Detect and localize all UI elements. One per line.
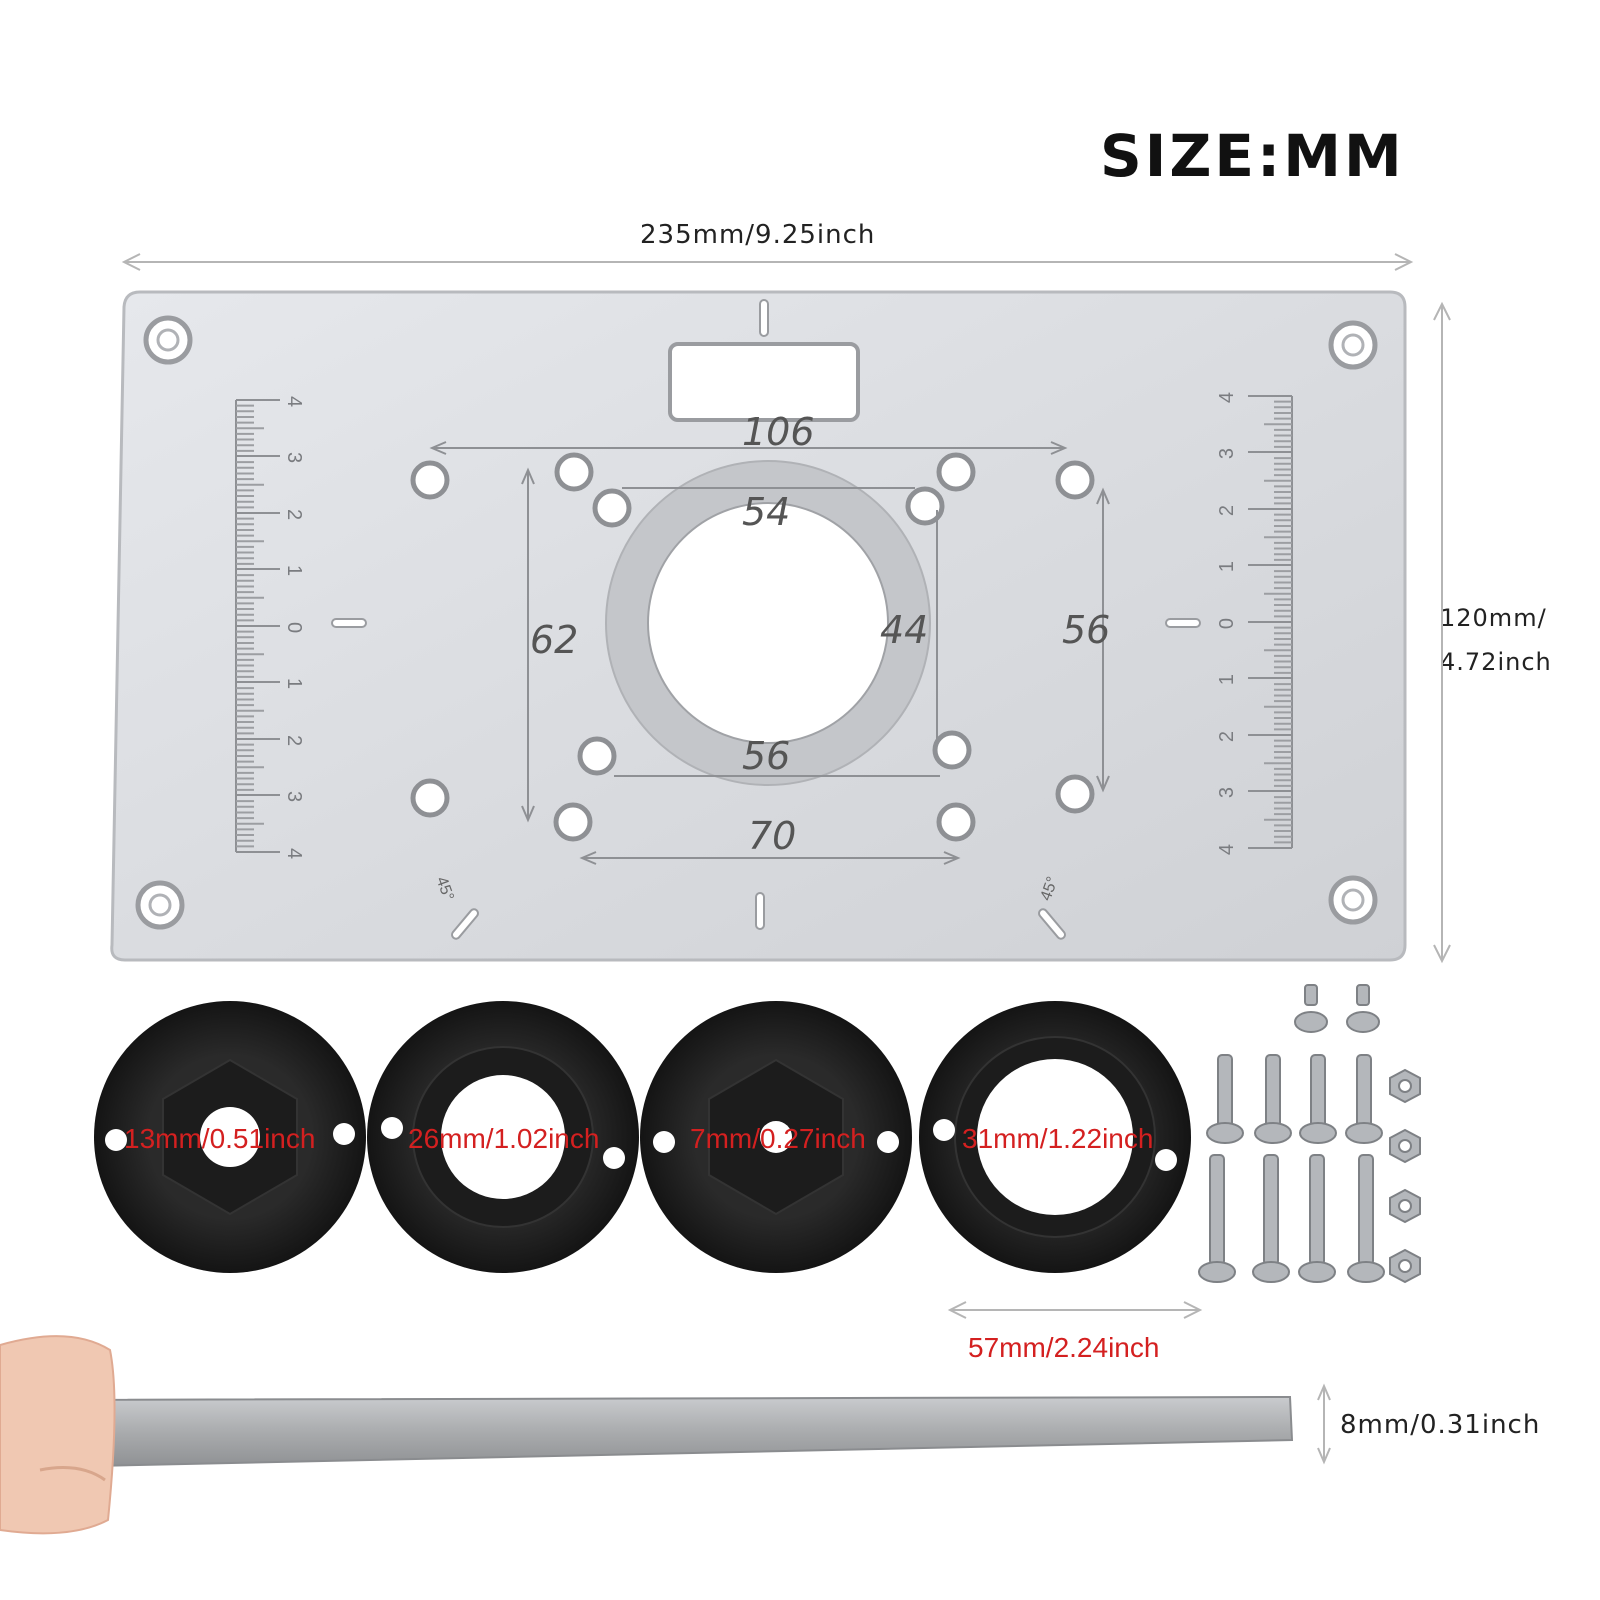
ruler-number: 0 xyxy=(283,621,306,634)
ring-2-hole-label: 26mm/1.02inch xyxy=(408,1123,600,1154)
ruler-number: 2 xyxy=(283,734,306,747)
plate-edge-photo xyxy=(0,1335,1294,1535)
ruler-number: 3 xyxy=(283,790,306,803)
ruler-number: 1 xyxy=(283,677,306,690)
hardware xyxy=(1198,984,1421,1284)
ring-outer-diameter-label: 57mm/2.24inch xyxy=(968,1332,1160,1363)
router-plate xyxy=(110,290,1407,962)
right-ruler xyxy=(1248,395,1293,849)
left-ruler xyxy=(235,399,280,853)
ruler-number: 3 xyxy=(1216,447,1239,460)
height-dimension-label-line1: 120mm/ xyxy=(1440,604,1547,632)
ruler-number: 4 xyxy=(1216,391,1239,404)
dim-54-label: 54 xyxy=(742,490,791,534)
dim-56-right-label: 56 xyxy=(1062,608,1111,652)
dim-62-label: 62 xyxy=(530,618,579,662)
dim-70-label: 70 xyxy=(748,814,797,858)
width-dimension-label: 235mm/9.25inch xyxy=(640,220,876,250)
thickness-arrow xyxy=(1317,1383,1331,1465)
dim-56-bottom-label: 56 xyxy=(742,734,791,778)
size-unit-title: SIZE:MM xyxy=(1100,122,1405,190)
ring-13mm xyxy=(94,1001,366,1273)
dim-106-label: 106 xyxy=(742,410,815,454)
ruler-number: 2 xyxy=(1216,504,1239,517)
ruler-number: 1 xyxy=(283,564,306,577)
ruler-number: 1 xyxy=(1216,673,1239,686)
ruler-number: 3 xyxy=(283,451,306,464)
height-dimension-label-line2: 4.72inch xyxy=(1440,648,1552,676)
ring-3-hole-label: 7mm/0.27inch xyxy=(690,1123,866,1154)
ruler-number: 4 xyxy=(283,847,306,860)
ring-26mm xyxy=(367,1001,639,1273)
dim-44-label: 44 xyxy=(880,608,929,652)
ring-4-hole-label: 31mm/1.22inch xyxy=(962,1123,1154,1154)
ruler-number: 4 xyxy=(1216,843,1239,856)
width-arrow xyxy=(121,253,1414,271)
ruler-minor-ticks xyxy=(236,400,1292,848)
ruler-number: 2 xyxy=(283,508,306,521)
ring-dimension-arrow xyxy=(947,1301,1203,1319)
ruler-number: 1 xyxy=(1216,560,1239,573)
ring-31mm xyxy=(919,1001,1191,1273)
ruler-number: 0 xyxy=(1216,617,1239,630)
thickness-label: 8mm/0.31inch xyxy=(1340,1410,1541,1440)
insert-rings xyxy=(94,1001,1191,1273)
ruler-number: 3 xyxy=(1216,786,1239,799)
ruler-number: 2 xyxy=(1216,730,1239,743)
height-arrow xyxy=(1433,301,1451,964)
ruler-number: 4 xyxy=(283,395,306,408)
ring-1-hole-label: 13mm/0.51inch xyxy=(124,1123,316,1154)
ring-7mm xyxy=(640,1001,912,1273)
